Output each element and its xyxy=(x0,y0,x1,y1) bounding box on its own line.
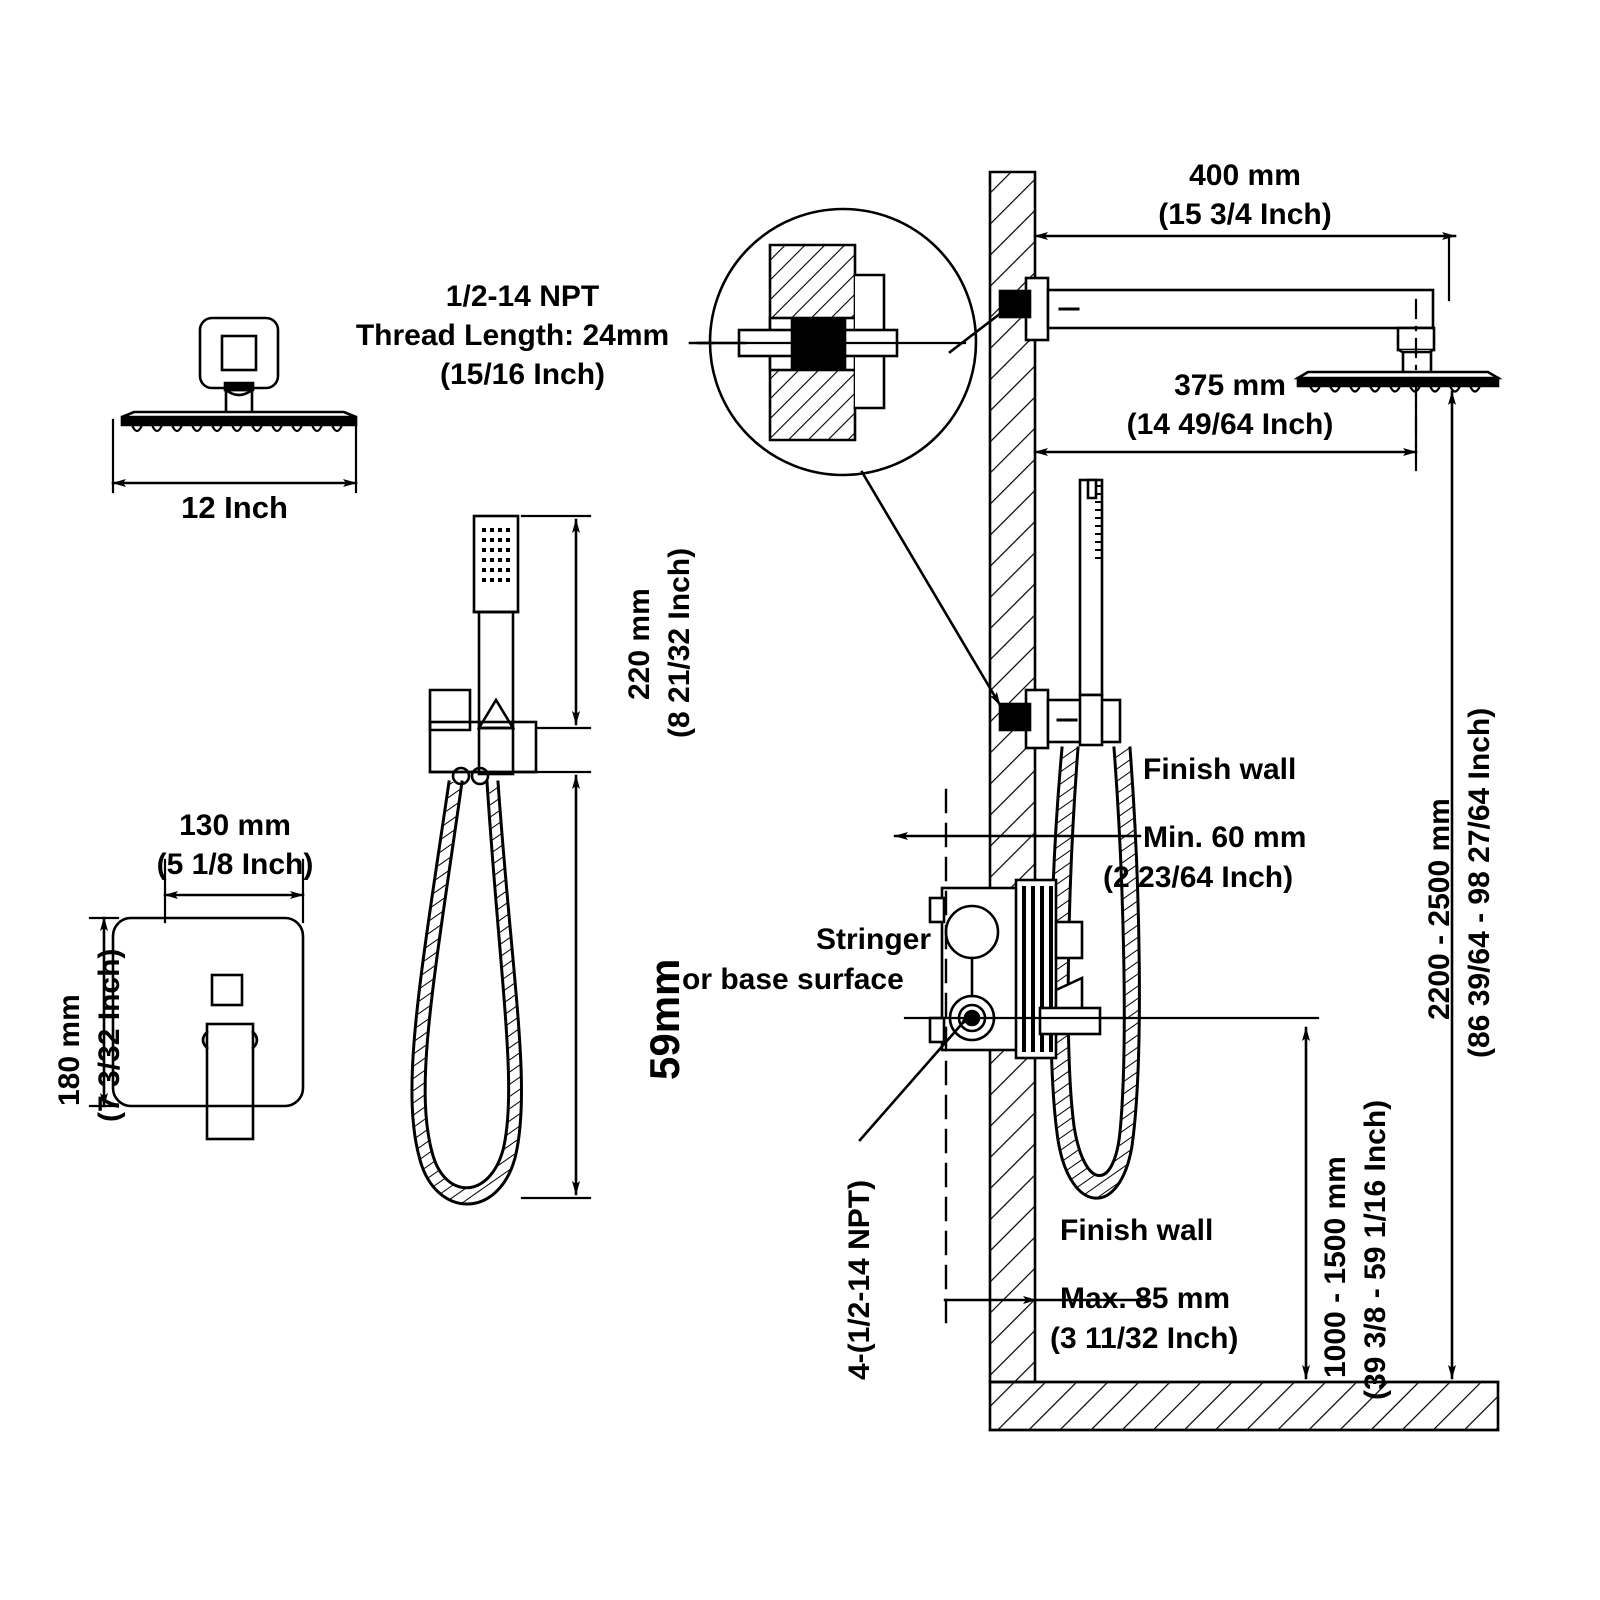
handheld-length-inch-label: (8 21/32 Inch) xyxy=(663,547,696,738)
head-height-inch-label: (86 39/64 - 98 27/64 Inch) xyxy=(1463,707,1496,1058)
thread-detail-callout xyxy=(688,207,1020,707)
trim-width-mm-label: 130 mm xyxy=(179,809,291,842)
trim-height-mm-label: 180 mm xyxy=(53,994,86,1106)
handheld-view xyxy=(410,514,592,1206)
handheld-length-mm-label: 220 mm xyxy=(623,588,656,700)
trim-height-inch-label: (7 3/32 Inch) xyxy=(93,948,126,1122)
rain-head-front-view xyxy=(111,316,358,494)
head-center-mm-label: 375 mm xyxy=(1174,369,1286,402)
finish-wall-min-title: Finish wall xyxy=(1143,753,1297,786)
wall-section-view xyxy=(858,170,1503,1432)
npt-ports-label: 4-(1/2-14 NPT) xyxy=(843,1179,876,1380)
arm-length-mm-label: 400 mm xyxy=(1189,159,1301,192)
arm-length-inch-label: (15 3/4 Inch) xyxy=(1158,198,1332,231)
finish-wall-max-title: Finish wall xyxy=(1060,1214,1214,1247)
thread-spec-line1: 1/2-14 NPT xyxy=(445,280,600,313)
head-height-mm-label: 2200 - 2500 mm xyxy=(1423,798,1456,1020)
valve-trim-view xyxy=(88,858,305,1141)
valve-height-inch-label: (39 3/8 - 59 1/16 Inch) xyxy=(1359,1099,1392,1400)
stringer-label-line1: Stringer xyxy=(816,923,932,956)
head-center-inch-label: (14 49/64 Inch) xyxy=(1126,408,1334,441)
finish-wall-min-inch-label: (2 23/64 Inch) xyxy=(1103,861,1294,894)
valve-body xyxy=(858,878,1127,1142)
finish-wall-min-mm-label: Min. 60 mm xyxy=(1143,821,1307,854)
finish-wall-max-mm-label: Max. 85 mm xyxy=(1060,1282,1231,1315)
thread-spec-line3: (15/16 Inch) xyxy=(439,358,606,391)
stringer-label-line2: or base surface xyxy=(682,963,904,996)
trim-width-inch-label: (5 1/8 Inch) xyxy=(156,848,314,881)
thread-spec-line2: Thread Length: 24mm xyxy=(355,319,670,352)
valve-height-mm-label: 1000 - 1500 mm xyxy=(1319,1156,1352,1378)
rain-head-width-dimension-label: 12 Inch xyxy=(181,490,288,525)
finish-wall-max-inch-label: (3 11/32 Inch) xyxy=(1050,1322,1239,1355)
